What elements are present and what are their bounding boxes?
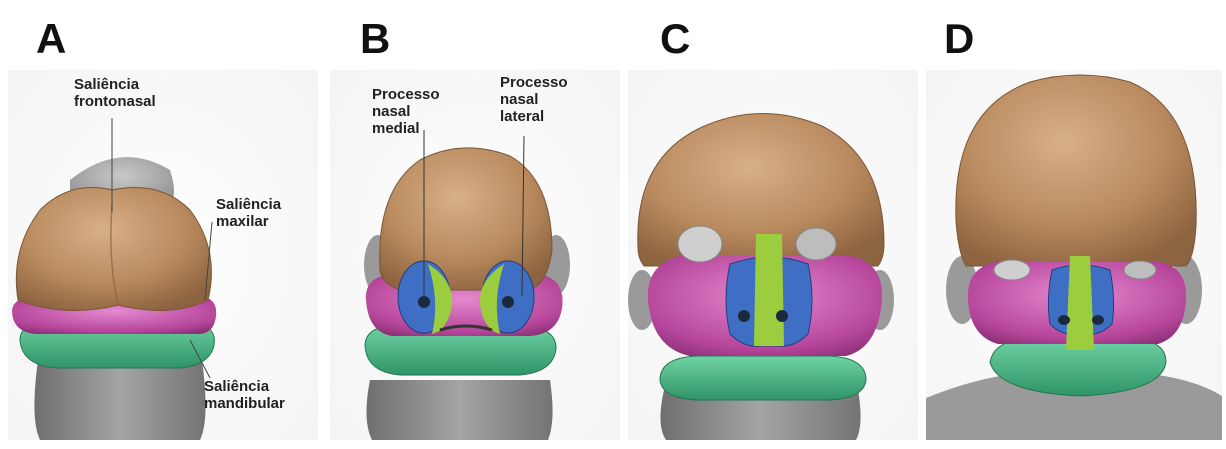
panel-label-a: A — [36, 18, 66, 60]
panel-label-d: D — [944, 18, 974, 60]
panel-d-eye-right — [1124, 261, 1156, 279]
annotation-medial-nasal-process: Processo nasal medial — [372, 86, 440, 137]
panel-d-eye-left — [994, 260, 1030, 280]
annotation-maxillary-prominence: Saliência maxilar — [216, 196, 281, 230]
panel-a-neck — [34, 360, 205, 440]
panel-d-medial-nasal — [1066, 256, 1094, 350]
panel-c-medial-nasal — [754, 234, 784, 346]
panel-a-frontonasal-prominence — [16, 188, 211, 311]
panel-c-eye-left — [678, 226, 722, 262]
annotation-mandibular-prominence: Saliência mandibular — [204, 378, 285, 412]
panel-c-illustration — [628, 70, 918, 440]
panel-c-nostril-right — [776, 310, 788, 322]
panel-c-nostril-left — [738, 310, 750, 322]
panel-b-nasal-pit-left — [418, 296, 430, 308]
panel-d-nostril-left — [1058, 315, 1070, 325]
panel-c-eye-right — [796, 228, 836, 260]
panel-d-nostril-right — [1092, 315, 1104, 325]
panel-d-illustration — [926, 70, 1222, 440]
annotation-frontonasal-prominence: Saliência frontonasal — [74, 76, 156, 110]
panel-b-nasal-pit-right — [502, 296, 514, 308]
annotation-lateral-nasal-process: Processo nasal lateral — [500, 74, 568, 125]
panel-c-mandibular-prominence — [660, 356, 866, 400]
panel-label-b: B — [360, 18, 390, 60]
panel-label-c: C — [660, 18, 690, 60]
panel-b-neck — [366, 380, 552, 440]
